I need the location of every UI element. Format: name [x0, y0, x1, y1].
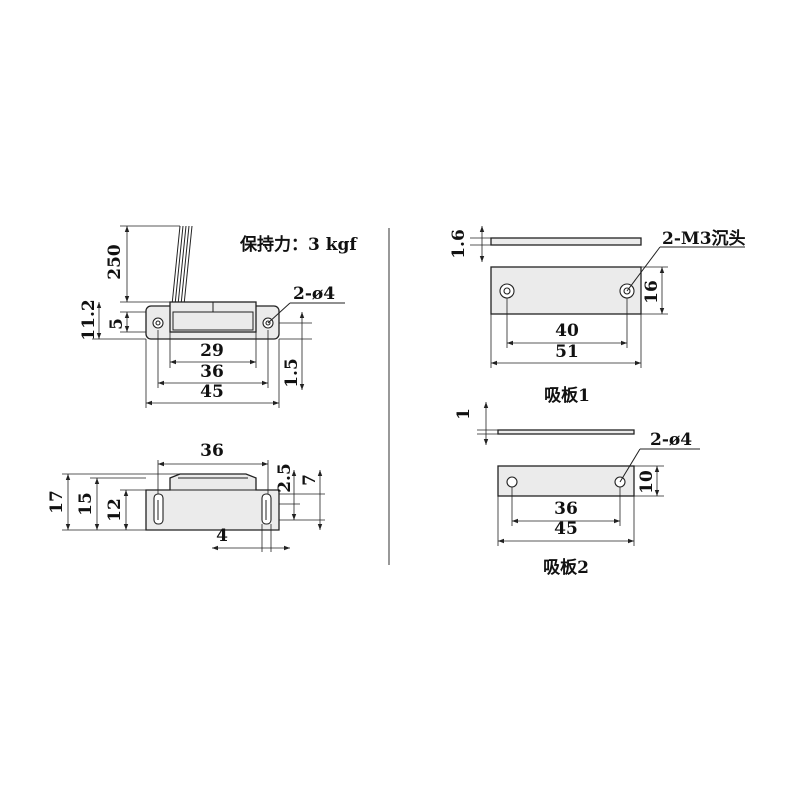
plate1-side	[490, 237, 642, 246]
dimension-arrowhead	[96, 333, 102, 339]
dim-height-total: 11.2	[79, 299, 99, 340]
dimension-arrowhead	[65, 474, 71, 480]
holding-force-label: 保持力：3 kgf	[239, 234, 358, 255]
wire-bundle	[171, 225, 193, 306]
plate1-label: 吸板1	[544, 385, 590, 406]
magnet-front-view: 36 17 15 12 2.5 7 4	[47, 441, 325, 552]
plate2-side	[497, 429, 635, 435]
dim-plate1-thickness: 1.6	[449, 229, 469, 259]
dimension-arrowhead	[299, 312, 305, 318]
plate1-face	[490, 266, 642, 315]
dim-overall-width: 45	[200, 382, 224, 402]
dimension-arrowhead	[479, 226, 485, 232]
dim-plate1-length: 51	[555, 342, 579, 362]
dimension-arrowhead	[170, 359, 176, 365]
dimension-arrowhead	[635, 360, 641, 366]
hole-callout-plate1: 2-M3沉头	[662, 228, 746, 249]
dimension-arrowhead	[317, 470, 323, 476]
dimension-arrowhead	[491, 360, 497, 366]
dimension-arrowhead	[317, 524, 323, 530]
dimension-arrowhead	[654, 490, 660, 496]
dim-hole-pitch: 36	[200, 362, 224, 382]
dimension-arrowhead	[124, 226, 130, 232]
dimension-arrowhead	[146, 400, 152, 406]
hole-callout-plate2: 2-ø4	[650, 430, 692, 450]
plate2-face	[497, 465, 635, 497]
dim-wire-length: 250	[105, 244, 125, 280]
dim-slot-7: 7	[300, 474, 320, 486]
dimension-arrowhead	[262, 461, 268, 467]
dim-height-17: 17	[47, 490, 67, 514]
magnet-front-body	[145, 473, 280, 531]
dimension-arrowhead	[621, 340, 627, 346]
dimension-arrowhead	[123, 490, 129, 496]
dim-hole-offset: 1.5	[282, 358, 302, 388]
dimension-arrowhead	[124, 312, 130, 318]
dimension-arrowhead	[291, 470, 297, 476]
dimension-arrowhead	[96, 302, 102, 308]
dimension-arrowhead	[250, 359, 256, 365]
dimension-arrowhead	[628, 538, 634, 544]
dimension-arrowhead	[512, 518, 518, 524]
dimension-arrowhead	[65, 524, 71, 530]
dimension-arrowhead	[262, 380, 268, 386]
dimension-arrowhead	[94, 478, 100, 484]
dim-height-body: 5	[107, 318, 127, 330]
dimension-arrowhead	[273, 400, 279, 406]
dimension-arrowhead	[498, 538, 504, 544]
dim-plate1-height: 16	[642, 280, 662, 304]
dim-height-15: 15	[76, 492, 96, 516]
dimension-arrowhead	[94, 524, 100, 530]
dim-slot-2-5: 2.5	[275, 463, 295, 493]
plate1-view: 1.6 2-M3沉头 16 40 51 吸板1	[449, 226, 746, 406]
dimension-arrowhead	[123, 524, 129, 530]
hole-callout-magnet: 2-ø4	[293, 284, 335, 304]
dimension-arrowhead	[483, 439, 489, 445]
dimension-arrowhead	[483, 402, 489, 408]
dimension-arrowhead	[124, 326, 130, 332]
dim-plate2-thickness: 1	[454, 408, 474, 420]
dimension-arrowhead	[299, 384, 305, 390]
dimension-arrowhead	[158, 461, 164, 467]
dim-plate2-length: 45	[554, 519, 578, 539]
dim-plate2-height: 10	[637, 470, 657, 494]
dim-height-12: 12	[105, 498, 125, 522]
plate2-label: 吸板2	[543, 557, 589, 578]
dimension-arrowhead	[654, 466, 660, 472]
dimension-arrowhead	[284, 545, 290, 551]
dimension-arrowhead	[659, 308, 665, 314]
dimension-arrowhead	[291, 514, 297, 520]
dimension-arrowhead	[158, 380, 164, 386]
dimension-arrowhead	[614, 518, 620, 524]
dim-front-top-width: 36	[200, 441, 224, 461]
dimension-arrowheads	[65, 226, 665, 551]
dim-plate2-hole-pitch: 36	[554, 499, 578, 519]
dimension-arrowhead	[124, 296, 130, 302]
plate2-view: 1 2-ø4 10 36 45 吸板2	[454, 402, 700, 578]
plate2-hole-left	[506, 476, 518, 488]
dimension-arrowhead	[212, 545, 218, 551]
magnet-top-view: 250 11.2 5 29 36 45 1.5 2-ø4 保持力：3 kgf	[79, 225, 358, 408]
dim-slot-width: 4	[216, 526, 228, 546]
dimension-arrowhead	[507, 340, 513, 346]
dimension-arrowhead	[659, 267, 665, 273]
dim-inner-width: 29	[200, 341, 224, 361]
dim-plate1-hole-pitch: 40	[555, 321, 579, 341]
dimension-arrowhead	[479, 256, 485, 262]
